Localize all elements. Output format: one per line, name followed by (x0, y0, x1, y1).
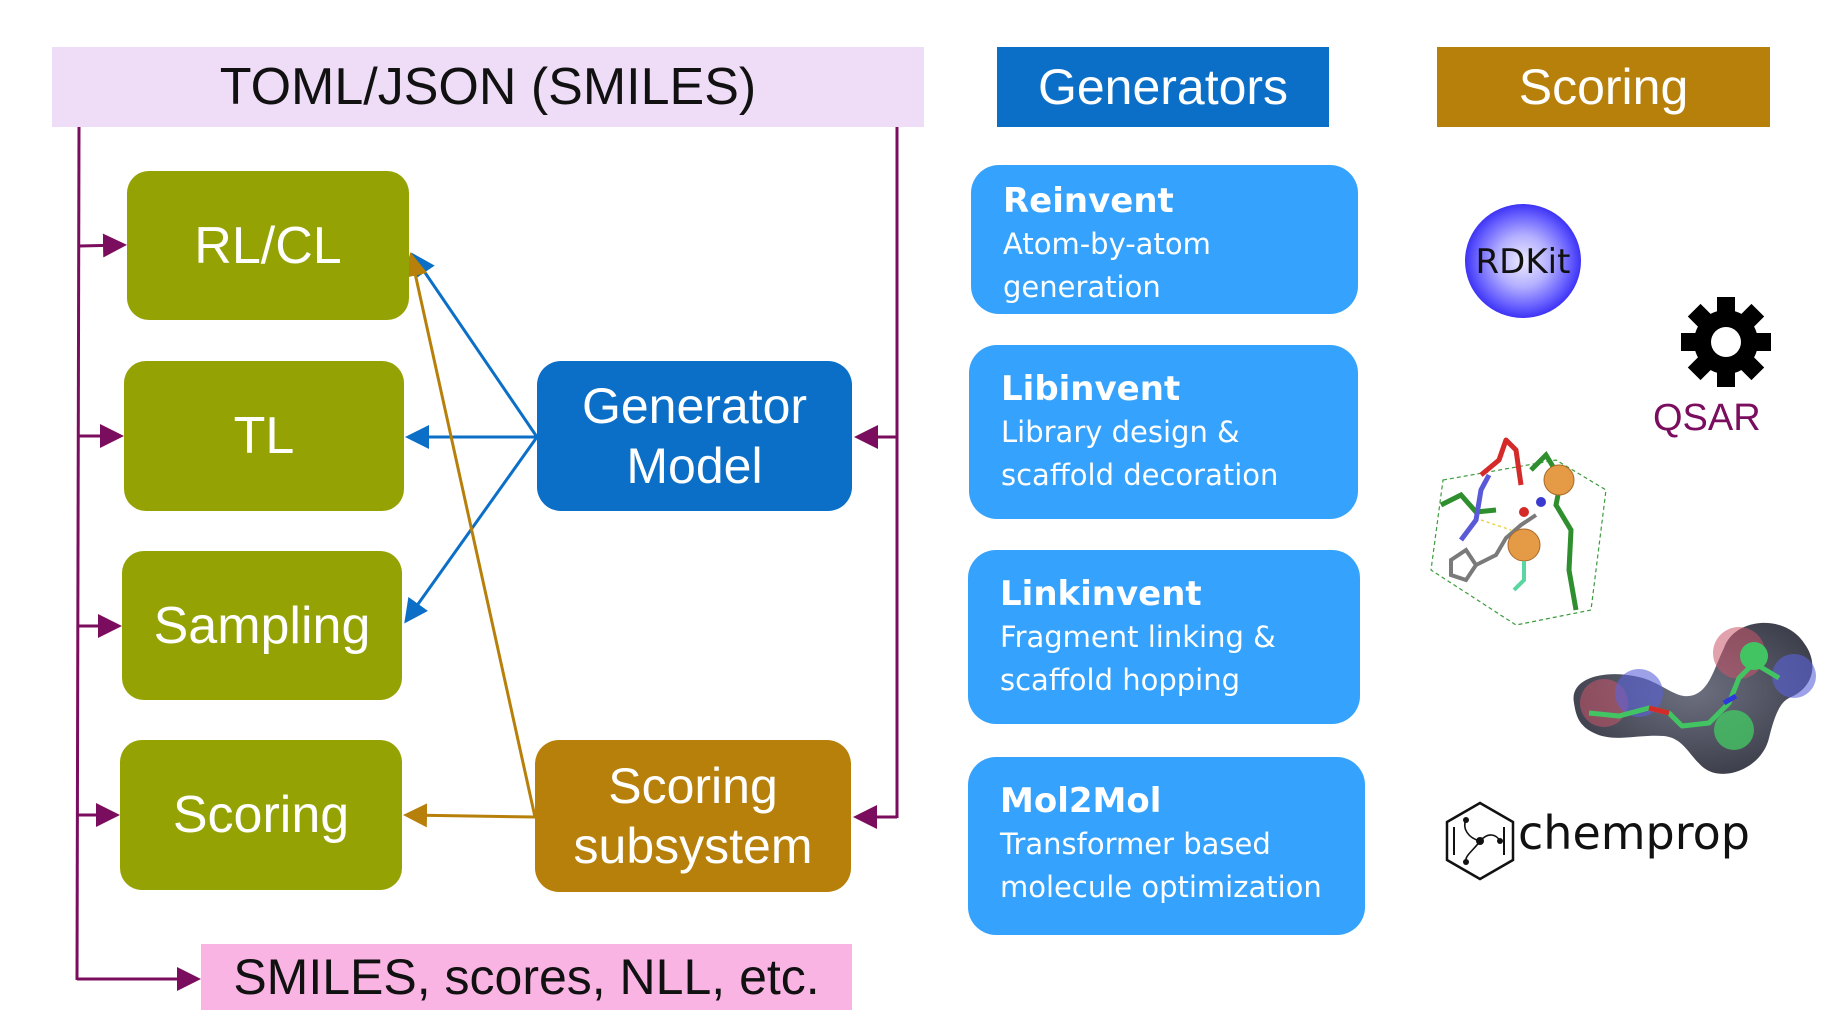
chemprop-label: chemprop (1518, 806, 1750, 860)
generator-desc-line: Fragment linking & (1000, 620, 1276, 654)
generators-header: Generators (997, 47, 1329, 127)
generator-card-libinvent: Libinvent Library design & scaffold deco… (969, 345, 1358, 519)
mode-rlcl-label: RL/CL (194, 216, 342, 275)
mode-scoring-label: Scoring (172, 786, 350, 844)
generator-desc-line: Library design & (1001, 415, 1240, 449)
scoring-header: Scoring (1437, 47, 1770, 127)
gear-icon (1681, 297, 1771, 387)
output-box: SMILES, scores, NLL, etc. (201, 944, 852, 1010)
mode-sampling: Sampling (122, 551, 402, 700)
config-trunk-left (75, 126, 81, 981)
generator-desc-line: Transformer based (1000, 827, 1271, 861)
generator-name: Mol2Mol (1000, 781, 1162, 821)
scoring-subsystem-line2: subsystem (573, 818, 813, 874)
chemprop-icon (1445, 801, 1515, 881)
score-arrow-scoring (403, 803, 536, 828)
generator-name: Linkinvent (1000, 574, 1202, 614)
mode-tl: TL (124, 361, 404, 511)
generator-card-reinvent: Reinvent Atom-by-atom generation (971, 165, 1358, 314)
output-label: SMILES, scores, NLL, etc. (233, 949, 820, 1005)
generator-desc-line: Atom-by-atom (1003, 227, 1211, 261)
mode-tl-label: TL (233, 407, 295, 465)
generator-model-line1: Generator (581, 378, 808, 434)
config-header-label: TOML/JSON (SMILES) (219, 58, 757, 116)
qsar-label: QSAR (1653, 397, 1761, 439)
generator-desc-line: generation (1003, 270, 1161, 304)
generator-desc-line: scaffold hopping (1000, 663, 1241, 697)
gen-arrow-rlcl (411, 252, 539, 438)
rdkit-logo-text: RDKit (1476, 242, 1571, 282)
scoring-header-label: Scoring (1518, 59, 1689, 115)
generator-desc-line: molecule optimization (1000, 870, 1322, 904)
rdkit-icon: RDKit (1465, 204, 1581, 318)
mode-scoring: Scoring (120, 740, 402, 890)
pharmacophore-illustration (1564, 608, 1820, 784)
protein-ligand-icon (1430, 437, 1607, 626)
generators-header-label: Generators (1037, 59, 1289, 115)
generator-model-line2: Model (626, 438, 763, 494)
mode-sampling-label: Sampling (153, 596, 371, 655)
docking-illustration (1421, 420, 1617, 628)
generator-name: Reinvent (1003, 181, 1174, 221)
molecule-surface-icon (1573, 622, 1816, 774)
generator-card-mol2mol: Mol2Mol Transformer based molecule optim… (968, 757, 1365, 935)
generator-name: Libinvent (1001, 369, 1181, 409)
config-header: TOML/JSON (SMILES) (52, 47, 924, 127)
score-arrow-rlcl (403, 252, 537, 818)
scoring-subsystem-line1: Scoring (608, 758, 778, 814)
rdkit-logo: RDKit (1464, 203, 1582, 319)
generator-desc-line: scaffold decoration (1001, 458, 1279, 492)
qsar-gear (1680, 296, 1772, 388)
generator-card-linkinvent: Linkinvent Fragment linking & scaffold h… (968, 550, 1360, 724)
mode-rlcl: RL/CL (127, 171, 409, 320)
arrow-to-rlcl (78, 233, 127, 258)
chemprop-logo: chemprop (1444, 800, 1750, 882)
